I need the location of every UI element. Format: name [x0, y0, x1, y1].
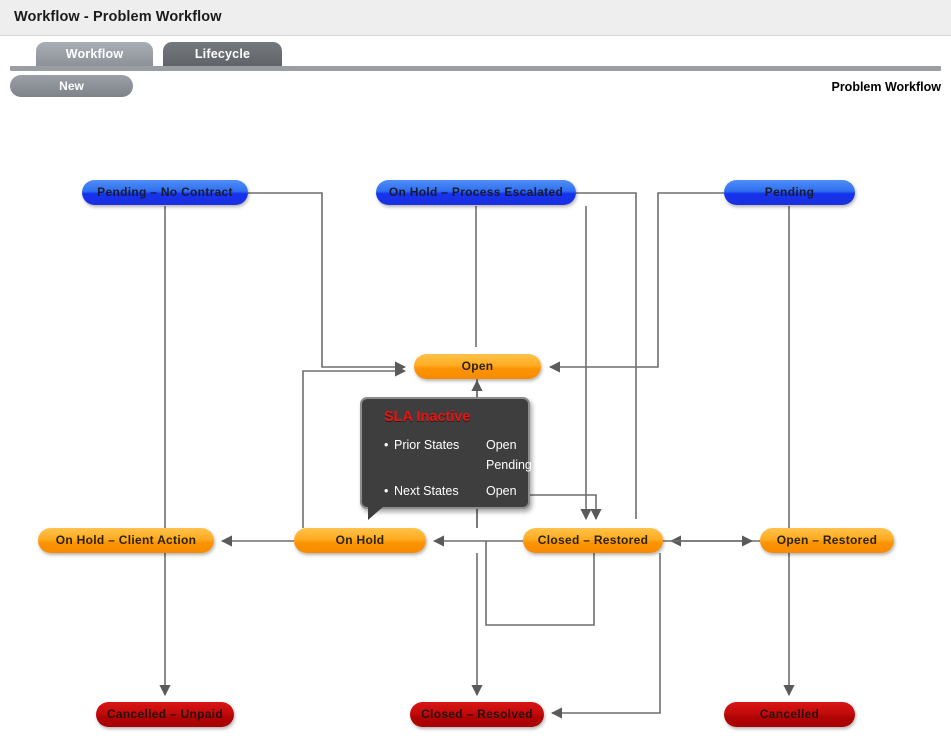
workflow-diagram-canvas[interactable]: Pending – No Contract On Hold – Process … [0, 105, 951, 746]
bullet-icon-2: • [384, 484, 389, 498]
tooltip-prior-states-label: Prior States [394, 438, 460, 452]
tooltip-prior-states-value: Open [486, 438, 517, 452]
tooltip-next-states-label: Next States [394, 484, 459, 498]
toolbar: New Problem Workflow [0, 71, 951, 105]
tooltip-prior-states-value-2: Pending [486, 458, 532, 472]
node-closed-resolved[interactable]: Closed – Resolved [410, 702, 544, 727]
tabstrip-underline [10, 66, 941, 71]
node-pending-no-contract[interactable]: Pending – No Contract [82, 180, 248, 205]
tab-lifecycle[interactable]: Lifecycle [163, 42, 282, 67]
node-on-hold[interactable]: On Hold [294, 528, 426, 553]
bullet-icon: • [384, 438, 389, 452]
sla-inactive-tooltip: SLA Inactive • Prior States Open Pending… [360, 397, 532, 523]
node-open-restored[interactable]: Open – Restored [760, 528, 894, 553]
node-open[interactable]: Open [414, 354, 541, 379]
node-cancelled[interactable]: Cancelled [724, 702, 855, 727]
tab-workflow[interactable]: Workflow [36, 42, 153, 67]
tooltip-next-states-value: Open [486, 484, 517, 498]
tooltip-row-next-states: • Next States Open [384, 481, 517, 501]
tooltip-row-prior-states-extra: Pending [384, 455, 532, 475]
window-titlebar: Workflow - Problem Workflow [0, 0, 951, 36]
workflow-name-label: Problem Workflow [831, 80, 941, 94]
node-on-hold-client-action[interactable]: On Hold – Client Action [38, 528, 214, 553]
tooltip-row-prior-states: • Prior States Open [384, 435, 517, 455]
tooltip-title: SLA Inactive [384, 409, 471, 425]
new-button[interactable]: New [10, 75, 133, 97]
tabstrip: Workflow Lifecycle [0, 36, 951, 67]
node-closed-restored[interactable]: Closed – Restored [523, 528, 663, 553]
bullet-spacer [384, 455, 394, 475]
node-cancelled-unpaid[interactable]: Cancelled – Unpaid [96, 702, 234, 727]
node-on-hold-process-escalated[interactable]: On Hold – Process Escalated [376, 180, 576, 205]
tooltip-prior-states-label-empty [394, 455, 486, 475]
page-title: Workflow - Problem Workflow [14, 9, 222, 25]
tooltip-pointer [368, 506, 384, 520]
node-pending[interactable]: Pending [724, 180, 855, 205]
